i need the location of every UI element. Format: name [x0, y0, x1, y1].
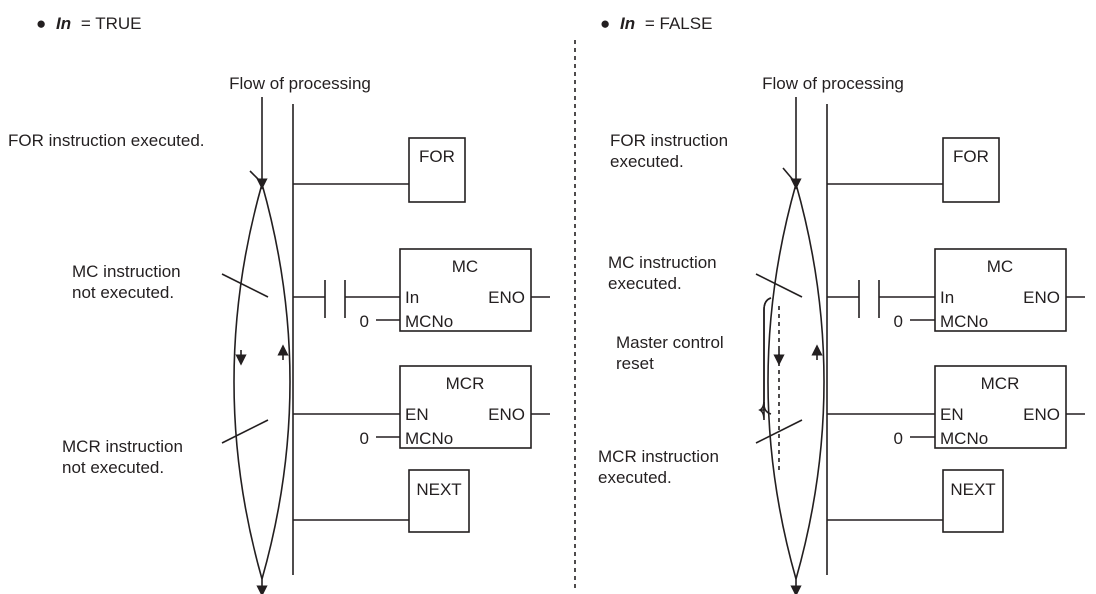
mc-eno-pin: ENO — [488, 288, 525, 307]
leader-mc — [755, 273, 803, 298]
mcr-mcno-value: 0 — [360, 429, 369, 448]
mc-eno-pin: ENO — [1023, 288, 1060, 307]
annotation-reset: Master control reset — [616, 333, 728, 373]
leader-mc — [221, 273, 269, 298]
mcr-mcno-pin: MCNo — [940, 429, 988, 448]
for-label: FOR — [953, 147, 989, 166]
mc-mcno-value: 0 — [894, 312, 903, 331]
panel-in-true: ● In = TRUE Flow of processing FOR 0 MC … — [8, 14, 550, 594]
mc-in-pin: In — [405, 288, 419, 307]
mcr-title: MCR — [446, 374, 485, 393]
flow-title: Flow of processing — [229, 74, 371, 93]
mcr-title: MCR — [981, 374, 1020, 393]
mc-block — [399, 248, 532, 332]
mcr-eno-pin: ENO — [1023, 405, 1060, 424]
for-block — [942, 137, 1000, 203]
next-label: NEXT — [950, 480, 995, 499]
annotation-mc: MC instruction executed. — [608, 253, 721, 293]
flow-path-right — [795, 183, 825, 580]
mcr-block — [399, 365, 532, 449]
for-label: FOR — [419, 147, 455, 166]
mcr-eno-pin: ENO — [488, 405, 525, 424]
condition-var: In — [620, 14, 635, 33]
condition-heading: ● In = TRUE — [36, 14, 141, 33]
mcr-mcno-value: 0 — [894, 429, 903, 448]
mcr-block — [934, 365, 1067, 449]
flow-path-left — [767, 183, 797, 580]
reset-bracket — [758, 297, 772, 421]
for-block — [408, 137, 466, 203]
condition-heading: ● In = FALSE — [600, 14, 712, 33]
reset-bracket-outline — [763, 297, 772, 415]
flow-path-left — [233, 183, 263, 580]
leader-for — [782, 167, 795, 182]
flow-path-right — [261, 183, 291, 580]
mcr-en-pin: EN — [940, 405, 964, 424]
mc-title: MC — [987, 257, 1013, 276]
annotation-mcr: MCR instruction executed. — [598, 447, 724, 487]
mc-mcno-value: 0 — [360, 312, 369, 331]
mcr-en-pin: EN — [405, 405, 429, 424]
condition-op: = TRUE — [81, 14, 142, 33]
mcr-mcno-pin: MCNo — [405, 429, 453, 448]
mc-mcno-pin: MCNo — [940, 312, 988, 331]
annotation-for: FOR instruction executed. — [610, 131, 733, 171]
next-block — [942, 469, 1004, 533]
panel-in-false: ● In = FALSE Flow of processing FOR 0 — [598, 14, 1085, 594]
bullet-icon: ● — [36, 14, 46, 33]
bullet-icon: ● — [600, 14, 610, 33]
mc-in-pin: In — [940, 288, 954, 307]
condition-op: = FALSE — [645, 14, 713, 33]
mc-block — [934, 248, 1067, 332]
condition-var: In — [56, 14, 71, 33]
next-label: NEXT — [416, 480, 461, 499]
leader-for — [249, 170, 261, 182]
next-block — [408, 469, 470, 533]
annotation-mcr: MCR instruction not executed. — [62, 437, 188, 477]
leader-mcr — [221, 419, 269, 444]
leader-mcr — [755, 419, 803, 444]
annotation-mc: MC instruction not executed. — [72, 262, 185, 302]
mc-mcno-pin: MCNo — [405, 312, 453, 331]
mc-title: MC — [452, 257, 478, 276]
annotation-for: FOR instruction executed. — [8, 131, 205, 150]
flow-title: Flow of processing — [762, 74, 904, 93]
